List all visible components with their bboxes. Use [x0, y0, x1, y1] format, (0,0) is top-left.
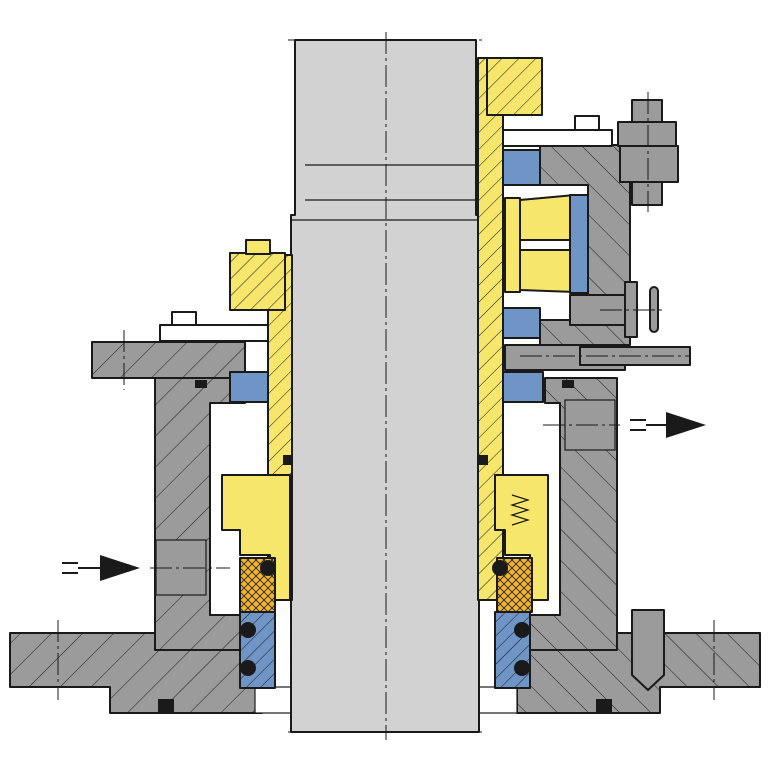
outlet-arrow-icon [630, 412, 706, 438]
shaft [290, 39, 480, 733]
centerlines [57, 32, 715, 740]
inlet-arrow-icon [62, 555, 140, 581]
bearing [502, 149, 589, 339]
seal-heads [221, 455, 549, 676]
